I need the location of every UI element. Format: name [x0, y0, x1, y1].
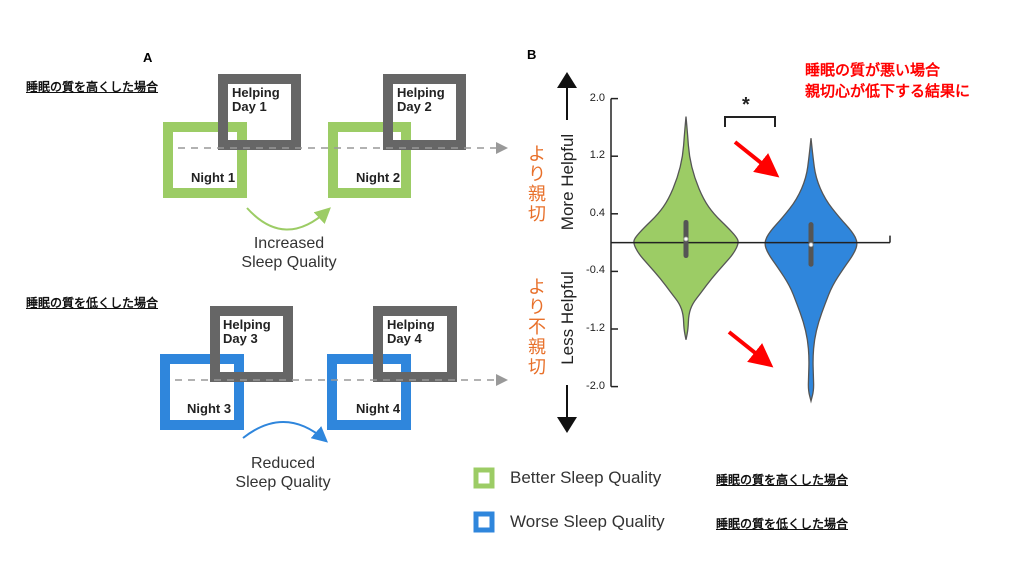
text: Increased — [253, 235, 325, 252]
increase-arrow — [246, 207, 331, 231]
helping-day-2-box — [383, 74, 466, 150]
less-helpful-label: Less Helpful — [558, 271, 577, 365]
y-tick-label: 2.0 — [589, 91, 605, 104]
helping-day-4-box — [373, 306, 457, 382]
panel-b-label: B — [527, 47, 537, 62]
y-tick-label: 0.4 — [589, 206, 605, 219]
median-dot — [808, 242, 814, 248]
text: Day 1 — [232, 99, 267, 114]
red-arrow-down-upper — [733, 140, 780, 178]
legend-worse-label: Worse Sleep Quality — [510, 512, 665, 531]
night-1-box — [163, 122, 247, 198]
text: Helping — [232, 85, 280, 100]
more-helpful-jp: より親切 — [528, 144, 546, 225]
night-3-label: Night 3 — [187, 401, 232, 416]
significance-star: * — [742, 94, 750, 116]
y-tick-label: -0.4 — [586, 264, 605, 277]
night-2-box — [328, 122, 411, 198]
night-4-box — [327, 354, 411, 430]
legend-better-jp: 睡眠の質を高くした場合 — [716, 473, 849, 487]
night-4-label: Night 4 — [356, 401, 401, 416]
text: Helping — [387, 317, 435, 332]
text: Sleep Quality — [235, 474, 331, 491]
text: Helping — [397, 85, 445, 100]
result-annotation: 睡眠の質が悪い場合親切心が低下する結果に — [805, 60, 970, 102]
reduce-arrow — [242, 421, 329, 443]
legend-worse-jp: 睡眠の質を低くした場合 — [716, 517, 849, 531]
text: 睡眠の質が悪い場合 — [805, 61, 941, 79]
median-dot — [683, 236, 689, 242]
text: Day 4 — [387, 331, 422, 346]
panel-a-label: A — [143, 50, 153, 65]
violin-chart — [610, 97, 891, 404]
helping-day-1-box — [218, 74, 301, 150]
violin-worse — [764, 138, 858, 404]
helping-day-3-box — [210, 306, 293, 382]
significance-bracket — [724, 116, 776, 127]
night-3-box — [160, 354, 244, 430]
legend-better-label: Better Sleep Quality — [510, 468, 662, 487]
low-quality-title: 睡眠の質を低くした場合 — [26, 296, 159, 310]
text: Day 2 — [397, 99, 432, 114]
legend-swatch-worse — [473, 511, 495, 533]
y-tick-label: -2.0 — [586, 379, 605, 392]
text: Helping — [223, 317, 271, 332]
y-tick-label: -1.2 — [586, 322, 605, 334]
less-helpful-jp: より不親切 — [528, 277, 546, 378]
y-tick-label: 1.2 — [589, 149, 605, 162]
legend-swatch-better — [473, 467, 495, 489]
text: Reduced — [250, 455, 316, 472]
high-quality-title: 睡眠の質を高くした場合 — [26, 80, 159, 94]
night-1-label: Night 1 — [191, 170, 236, 185]
night-2-label: Night 2 — [356, 170, 401, 185]
red-arrow-down-lower — [727, 330, 774, 368]
text: 親切心が低下する結果に — [805, 82, 971, 100]
text: Sleep Quality — [241, 254, 337, 271]
text: Day 3 — [223, 331, 258, 346]
